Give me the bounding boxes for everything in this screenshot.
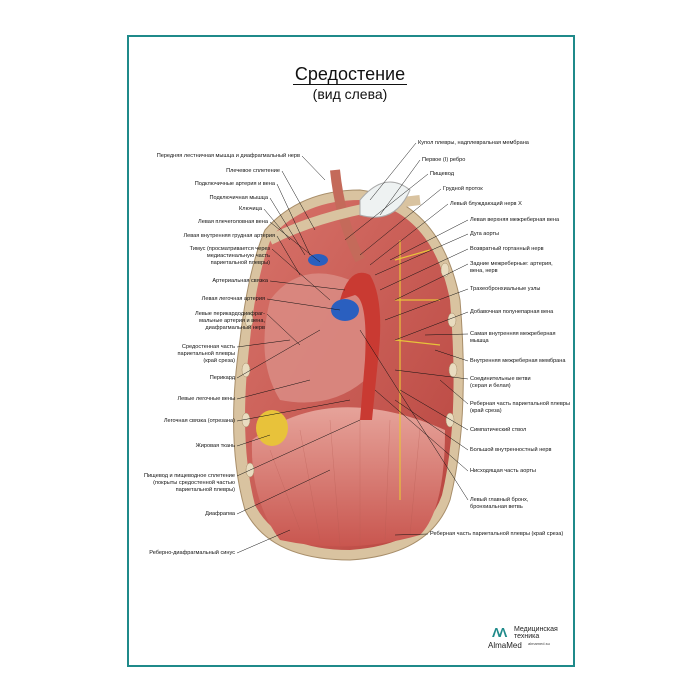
leader-line [269,280,346,291]
leader-line [394,263,469,301]
label-left: Жировая ткань [195,443,235,449]
title-text: Средостение [292,64,408,85]
leader-line [236,419,361,477]
leader-line [434,349,469,362]
leader-line [359,188,442,256]
aorta [340,272,381,420]
label-right: Соединительные ветви (серая и белая) [470,376,531,389]
label-right: Добавочная полунепарная вена [470,309,554,315]
label-right: Самая внутренняя межреберная мышца [470,331,556,344]
leader-line [236,339,291,348]
leader-line [236,379,311,400]
leader-line [276,183,311,256]
leader-line [439,379,469,405]
label-left: Плечевое сплетение [226,168,280,174]
leader-line [236,399,351,422]
logo-site: almamed.su [528,641,550,646]
label-left: Левые перикардодиафраг- мальные артерия … [195,311,265,331]
label-left: Реберно-диафрагмальный синус [149,550,235,556]
leader-line [276,235,301,276]
leader-line [236,329,321,379]
leader-line [369,142,417,201]
logo-mark-icon: ΛΛ [492,625,507,640]
label-right: Левый главный бронх, бронхиальная ветвь [470,497,529,510]
leader-line [384,288,469,321]
leader-line [389,219,469,261]
label-right: Возвратный гортанный нерв [470,246,544,252]
label-left: Средостенная часть париетальной плевры (… [177,344,235,364]
fat-tissue [256,410,288,446]
label-left: Легочная связка (отрезана) [163,418,235,424]
label-right: Левый блуждающий нерв X [450,201,522,207]
label-left: Подключичная мышца [209,195,268,201]
leader-line [399,389,469,431]
label-left: Артериальная связка [212,278,268,284]
leader-line [379,159,421,216]
label-right: Большой внутренностный нерв [470,447,552,453]
label-left: Ключица [239,206,262,212]
label-right: Трахеобронхиальные узлы [470,286,541,292]
label-right: Реберная часть париетальной плевры (край… [470,401,571,414]
label-left: Левая внутренняя грудная артерия [183,233,275,239]
leader-line [359,329,469,501]
leader-line [344,173,429,241]
label-left: Тимус (просматривается через медиастинал… [189,246,270,266]
leader-line [379,248,469,291]
label-right: Нисходящая часть аорты [470,468,536,474]
logo-tagline: Медицинская техника [514,626,558,640]
sympathetic-nerves [394,240,441,500]
diaphragm [251,407,445,547]
label-right: Первое (I) ребро [422,157,466,163]
poster-frame [127,35,575,667]
leader-lines [236,142,469,554]
label-left: Подключичные артерия и вена [194,181,275,187]
pulmonary-vessel [331,299,359,321]
label-right: Задние межреберные: артерия, вена, нерв [470,261,553,274]
label-right: Грудной проток [443,186,483,192]
leader-line [271,248,331,301]
leader-line [424,333,469,336]
leader-line [301,155,326,181]
leader-line [374,233,469,276]
label-left: Левая плечеголовная вена [198,219,268,225]
leader-line [236,434,271,447]
label-left: Левая легочная артерия [201,296,265,302]
leader-line [394,369,469,380]
leader-line [266,298,341,311]
logo-brand: AlmaMed [488,641,522,650]
poster-subtitle: (вид слева) [312,86,388,102]
label-right: Симпатический ствол [470,427,527,433]
leader-line [269,221,321,263]
leader-line [369,203,449,266]
rib-segments [241,262,458,478]
leader-line [394,533,429,536]
label-right: Дуга аорты [470,231,500,237]
label-left: Пищевод и пищеводное сплетение (покрыты … [144,473,235,493]
brachiocephalic-vein [308,254,328,266]
leader-line [394,311,469,341]
label-right: Левая верхняя межреберная вена [470,217,560,223]
label-right: Пищевод [430,171,454,177]
leader-line [374,389,469,472]
label-right: Купол плевры, надплевральная мембрана [418,140,529,146]
leader-line [394,399,469,451]
label-right: Реберная часть париетальной плевры (край… [430,531,564,537]
leader-line [236,529,291,554]
leader-line [236,469,331,515]
label-left: Передняя лестничная мышца и диафрагмальн… [156,153,300,159]
almamed-logo: ΛΛ AlmaMed Медицинская техника almamed.s… [488,625,568,655]
leader-line [266,313,301,346]
poster-title: Средостение [0,64,700,85]
label-right: Внутренняя межреберная мембрана [470,358,566,364]
diaphragm-fibers [269,418,421,546]
label-left: Перикард [209,375,235,381]
label-left: Левые легочные вены [177,396,235,402]
label-left: Диафрагма [205,511,235,517]
leader-line [281,170,316,231]
